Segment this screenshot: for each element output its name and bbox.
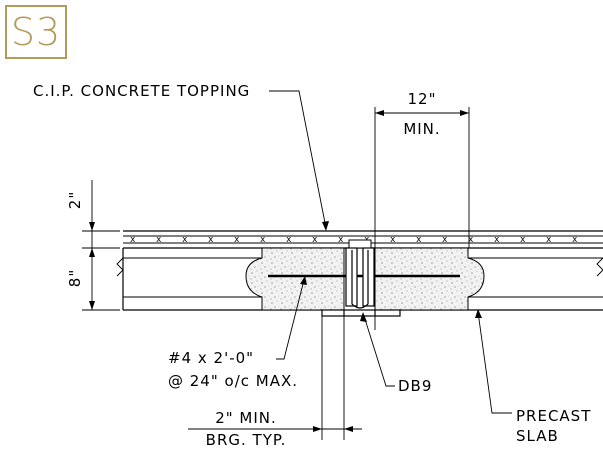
bearing-dimension — [188, 316, 362, 440]
dim-12-label: 12" — [408, 90, 437, 108]
topping-mark: x — [442, 235, 448, 245]
precast-label-line2: SLAB — [516, 427, 559, 445]
bearing-label-line2: BRG. TYP. — [206, 431, 287, 449]
topping-reinforcement-marks: xxxxxxxxxxxxxxxxxx — [130, 235, 578, 245]
bearing-label-line1: 2" MIN. — [215, 409, 277, 427]
db9-leader — [363, 315, 395, 387]
topping-mark: x — [572, 235, 578, 245]
db9-connector — [321, 239, 401, 317]
topping-label: C.I.P. CONCRETE TOPPING — [33, 82, 250, 100]
dim-8-label: 8" — [66, 269, 84, 287]
topping-mark: x — [390, 235, 396, 245]
topping-mark: x — [286, 235, 292, 245]
dim-12-min-label: MIN. — [403, 120, 440, 138]
topping-leader — [269, 90, 327, 229]
badge-label: S3 — [10, 10, 62, 54]
precast-leader — [477, 311, 512, 414]
topping-mark: x — [208, 235, 214, 245]
rebar-label-line2: @ 24" o/c MAX. — [168, 372, 298, 390]
topping-mark: x — [182, 235, 188, 245]
topping-mark: x — [312, 235, 318, 245]
dim-12-min — [374, 107, 470, 330]
topping-mark: x — [546, 235, 552, 245]
topping-slab: xxxxxxxxxxxxxxxxxx — [123, 230, 603, 249]
db9-label: DB9 — [398, 377, 432, 395]
topping-mark: x — [416, 235, 422, 245]
grout-fill-left — [245, 247, 345, 311]
vertical-dimensions — [82, 180, 120, 311]
topping-mark: x — [468, 235, 474, 245]
topping-mark: x — [338, 235, 344, 245]
grout-fill-right — [374, 247, 485, 311]
topping-mark: x — [494, 235, 500, 245]
topping-mark: x — [234, 235, 240, 245]
topping-mark: x — [130, 235, 136, 245]
rebar-leader — [276, 279, 305, 360]
rebar-label-line1: #4 x 2'-0" — [168, 349, 254, 367]
topping-mark: x — [156, 235, 162, 245]
drawing-badge: S3 — [5, 5, 67, 59]
dim-2-label: 2" — [66, 191, 84, 209]
topping-mark: x — [260, 235, 266, 245]
precast-label-line1: PRECAST — [516, 407, 591, 425]
topping-mark: x — [520, 235, 526, 245]
